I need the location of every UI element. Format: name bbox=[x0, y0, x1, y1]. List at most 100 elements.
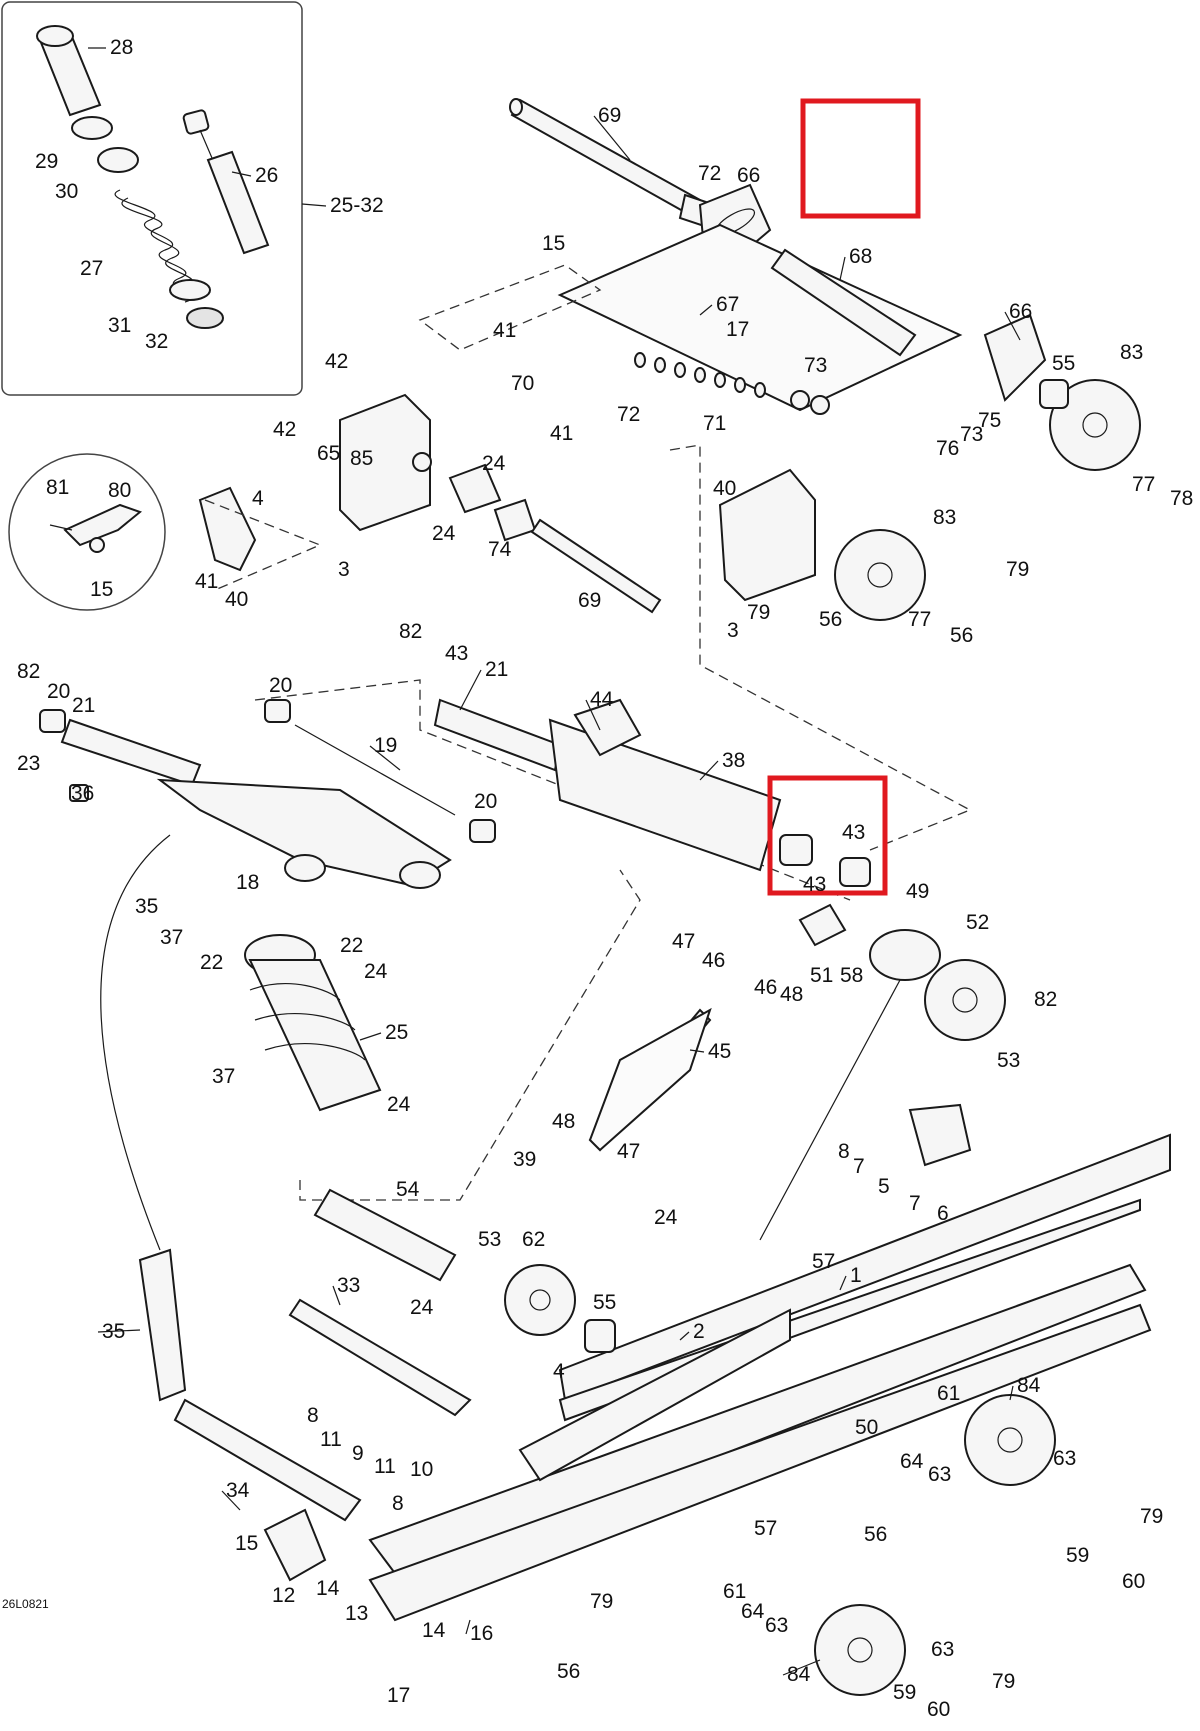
callout-25: 25 bbox=[385, 1021, 408, 1044]
callout-57: 57 bbox=[754, 1517, 777, 1540]
callout-55: 55 bbox=[593, 1291, 616, 1314]
callout-72: 72 bbox=[617, 403, 640, 426]
callout-leader bbox=[699, 760, 719, 781]
callout-77: 77 bbox=[908, 608, 931, 631]
callout-8: 8 bbox=[307, 1404, 319, 1427]
callout-17: 17 bbox=[387, 1684, 410, 1707]
callout-67: 67 bbox=[716, 293, 739, 316]
callout-57: 57 bbox=[812, 1250, 835, 1273]
callout-72: 72 bbox=[698, 162, 721, 185]
callout-48: 48 bbox=[780, 983, 803, 1006]
callout-56: 56 bbox=[819, 608, 842, 631]
callout-19: 19 bbox=[374, 734, 397, 757]
callout-79: 79 bbox=[1140, 1505, 1163, 1528]
callout-83: 83 bbox=[933, 506, 956, 529]
callout-54: 54 bbox=[396, 1178, 420, 1201]
callout-77: 77 bbox=[1132, 473, 1155, 496]
callout-63: 63 bbox=[928, 1463, 951, 1486]
callout-4: 4 bbox=[553, 1360, 565, 1383]
callout-leader bbox=[1004, 311, 1021, 341]
callout-17: 17 bbox=[726, 318, 749, 341]
slide-rail-assembly bbox=[138, 1133, 1171, 1696]
callout-8: 8 bbox=[838, 1140, 850, 1163]
callout-32: 32 bbox=[145, 330, 168, 353]
callout-31: 31 bbox=[108, 314, 131, 337]
callout-64: 64 bbox=[900, 1450, 924, 1473]
callout-leader bbox=[459, 669, 482, 711]
callout-69: 69 bbox=[598, 104, 621, 127]
callout-9: 9 bbox=[352, 1442, 364, 1465]
callout-leader bbox=[369, 745, 401, 771]
callout-46: 46 bbox=[754, 976, 777, 999]
callout-37: 37 bbox=[212, 1065, 235, 1088]
callout-16: 16 bbox=[470, 1622, 493, 1645]
callout-42: 42 bbox=[273, 418, 296, 441]
callout-leader bbox=[782, 1659, 821, 1676]
callout-63: 63 bbox=[765, 1614, 788, 1637]
callout-13: 13 bbox=[345, 1602, 368, 1625]
callout-21: 21 bbox=[72, 694, 95, 717]
callout-22: 22 bbox=[340, 934, 363, 957]
callout-66: 66 bbox=[1009, 300, 1032, 323]
callout-12: 12 bbox=[272, 1584, 295, 1607]
callout-63: 63 bbox=[931, 1638, 954, 1661]
callout-21: 21 bbox=[485, 658, 508, 681]
callout-leader bbox=[689, 1049, 705, 1053]
callout-leader bbox=[699, 304, 713, 316]
assembly-guide-lines bbox=[100, 264, 972, 1251]
callout-37: 37 bbox=[160, 926, 183, 949]
callout-79: 79 bbox=[590, 1590, 613, 1613]
callout-75: 75 bbox=[978, 409, 1001, 432]
callout-leader bbox=[679, 1331, 690, 1341]
callout-4: 4 bbox=[252, 487, 264, 510]
callout-47: 47 bbox=[672, 930, 695, 953]
callout-leader bbox=[839, 1275, 847, 1291]
callout-60: 60 bbox=[927, 1698, 950, 1721]
callout-20: 20 bbox=[47, 680, 70, 703]
callout-47: 47 bbox=[617, 1140, 640, 1163]
callout-43: 43 bbox=[445, 642, 468, 665]
callout-24: 24 bbox=[410, 1296, 434, 1319]
callout-53: 53 bbox=[997, 1049, 1020, 1072]
callout-26: 26 bbox=[255, 164, 278, 187]
callout-40: 40 bbox=[713, 477, 736, 500]
callout-25-32: 25-32 bbox=[330, 194, 384, 217]
callout-leader bbox=[332, 1285, 341, 1306]
callout-leader bbox=[97, 1329, 141, 1333]
callout-34: 34 bbox=[226, 1479, 250, 1502]
callout-83: 83 bbox=[1120, 341, 1143, 364]
callout-23: 23 bbox=[17, 752, 40, 775]
callout-15: 15 bbox=[235, 1532, 258, 1555]
callout-14: 14 bbox=[316, 1577, 340, 1600]
callout-36: 36 bbox=[71, 782, 94, 805]
callout-51: 51 bbox=[810, 964, 833, 987]
callout-10: 10 bbox=[410, 1458, 433, 1481]
callout-leader bbox=[231, 171, 252, 177]
callout-leader bbox=[465, 1619, 471, 1635]
callout-61: 61 bbox=[723, 1580, 746, 1603]
callout-64: 64 bbox=[741, 1600, 765, 1623]
callout-82: 82 bbox=[399, 620, 422, 643]
callout-5: 5 bbox=[878, 1175, 890, 1198]
callout-28: 28 bbox=[110, 36, 133, 59]
callout-41: 41 bbox=[195, 570, 218, 593]
callout-35: 35 bbox=[102, 1320, 125, 1343]
callout-48: 48 bbox=[552, 1110, 575, 1133]
callout-76: 76 bbox=[936, 437, 959, 460]
callout-30: 30 bbox=[55, 180, 78, 203]
callout-58: 58 bbox=[840, 964, 863, 987]
callout-7: 7 bbox=[909, 1192, 921, 1215]
callout-11: 11 bbox=[374, 1455, 396, 1478]
callout-46: 46 bbox=[702, 949, 725, 972]
callout-69: 69 bbox=[578, 589, 601, 612]
drawing-code: 26L0821 bbox=[2, 1597, 49, 1611]
callout-62: 62 bbox=[522, 1228, 545, 1251]
callout-24: 24 bbox=[654, 1206, 678, 1229]
callout-33: 33 bbox=[337, 1274, 360, 1297]
highlight-box-top bbox=[800, 98, 921, 219]
callout-81: 81 bbox=[46, 476, 69, 499]
upper-arm-assembly bbox=[198, 98, 1141, 621]
